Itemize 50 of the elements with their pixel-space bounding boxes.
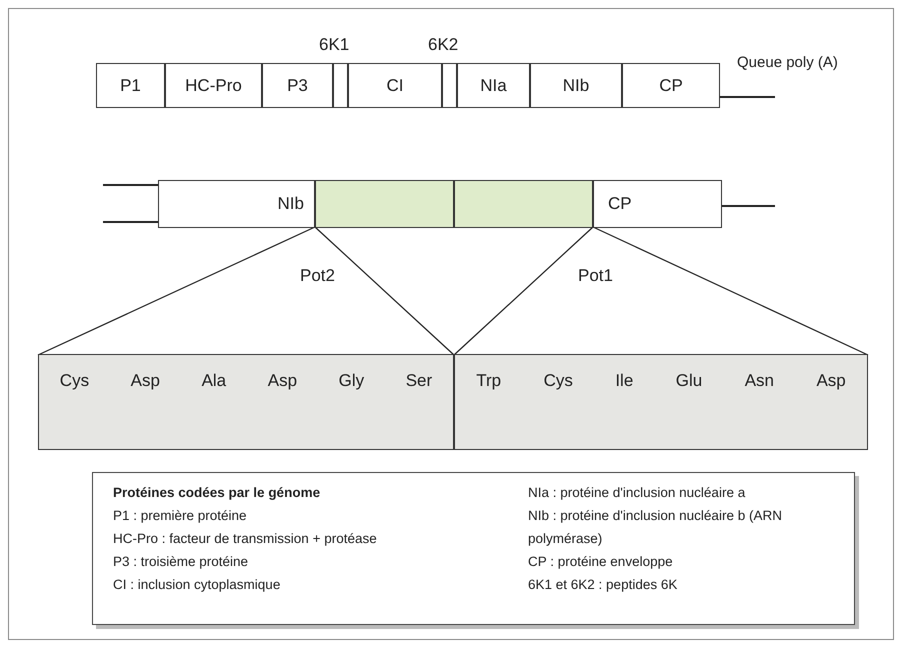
amino-acid-label: Asp [130,371,160,391]
gene-segment [96,63,165,108]
edge-label: Pot2 [300,266,335,286]
expansion-line [37,226,455,356]
amino-acid-label: Asn [744,371,774,391]
amino-acid-label: Glu [676,371,702,391]
legend-text: CI : inclusion cytoplasmique [113,577,282,592]
gene-label: 6K1 [319,35,350,55]
gene-segment [158,180,315,228]
legend-heading: Protéines codées par le génome [113,485,322,500]
gene-segment [622,63,720,108]
gene-segment [593,180,722,228]
edge-label: Pot1 [578,266,613,286]
gene-segment [530,63,622,108]
amino-acid-label: Asp [816,371,846,391]
gene-segment [348,63,442,108]
gene-label: P3 [287,76,308,96]
gene-label: NIa [480,76,507,96]
amino-acid-label: Ser [406,371,432,391]
peptide-box [38,354,454,450]
gene-label: CP [608,194,632,214]
expansion-line [453,226,869,356]
legend-text: 6K1 et 6K2 : peptides 6K [528,577,678,592]
gene-label: HC-Pro [185,76,242,96]
gene-segment [165,63,262,108]
amino-acid-label: Gly [338,371,364,391]
amino-acid-label: Ala [202,371,226,391]
legend-text: P3 : troisième protéine [113,554,250,569]
gene-label: CI [386,76,404,96]
gene-segment [315,180,454,228]
gene-label: 6K2 [428,35,458,55]
gene-label: NIb [562,76,590,96]
amino-acid-label: Trp [476,371,502,391]
legend-text: P1 : première protéine [113,508,248,523]
legend-text: NIa : protéine d'inclusion nucléaire a [528,485,746,500]
amino-acid-label: Ile [615,371,634,391]
amino-acid-label: Asp [268,371,298,391]
gene-segment [457,63,530,108]
amino-acid-label: Cys [544,371,573,391]
gene-label: CP [659,76,683,96]
legend-text: CP : protéine enveloppe [528,554,674,569]
amino-acid-label: Cys [60,371,90,391]
legend-text: NIb : protéine d'inclusion nucléaire b (ARN polymérase) [528,507,783,548]
legend-text: HC-Pro : facteur de transmission + protéase [113,531,378,546]
gene-label: P1 [120,76,141,96]
gene-segment [454,180,593,228]
peptide-box [454,354,868,450]
tail-label: Queue poly (A) [737,54,838,71]
gene-segment [262,63,333,108]
gene-label: NIb [278,194,304,214]
